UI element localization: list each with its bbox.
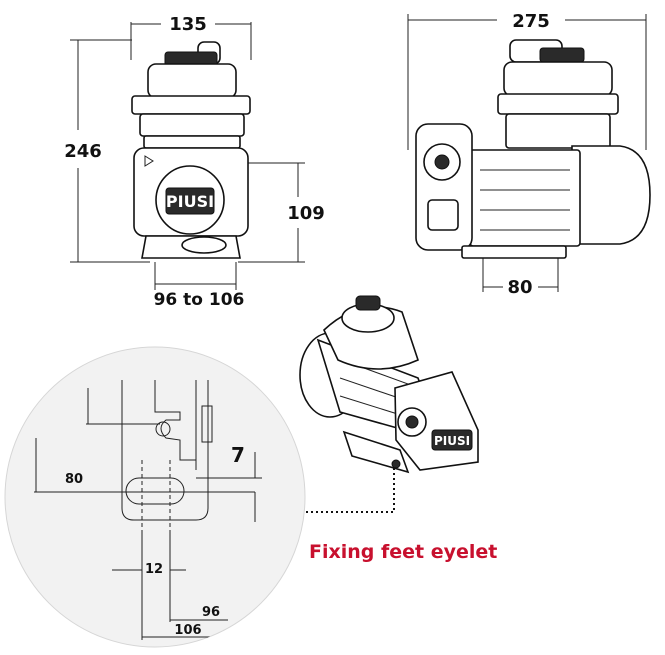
dim-detail-12: 12	[145, 562, 163, 577]
dim-detail-7: 7	[231, 443, 245, 467]
dim-front-width: 135	[169, 14, 207, 35]
dim-detail-96: 96	[202, 605, 220, 620]
detail-caption: Fixing feet eyelet	[309, 541, 497, 563]
dim-side-feet: 80	[507, 277, 532, 298]
detail-magnifier	[4, 346, 306, 648]
isometric-view: PIUSI	[299, 295, 479, 474]
dim-detail-106: 106	[174, 623, 201, 638]
dim-inlet-height: 109	[287, 203, 325, 224]
brand-logo: PIUSI	[166, 192, 214, 211]
dim-front-height: 246	[64, 141, 102, 162]
brand-plate	[165, 187, 215, 215]
front-view: 135 246 109 96 to 106 PIUSI	[64, 14, 325, 310]
brand-logo-iso: PIUSI	[434, 434, 470, 448]
detail-leader	[298, 468, 395, 513]
dim-side-length: 275	[512, 11, 550, 32]
side-view: 275 80	[407, 11, 651, 298]
fixing-feet-detail: 80 7 12 96 106	[4, 346, 306, 648]
dim-detail-80: 80	[65, 472, 83, 487]
dim-feet-span: 96 to 106	[154, 290, 245, 310]
